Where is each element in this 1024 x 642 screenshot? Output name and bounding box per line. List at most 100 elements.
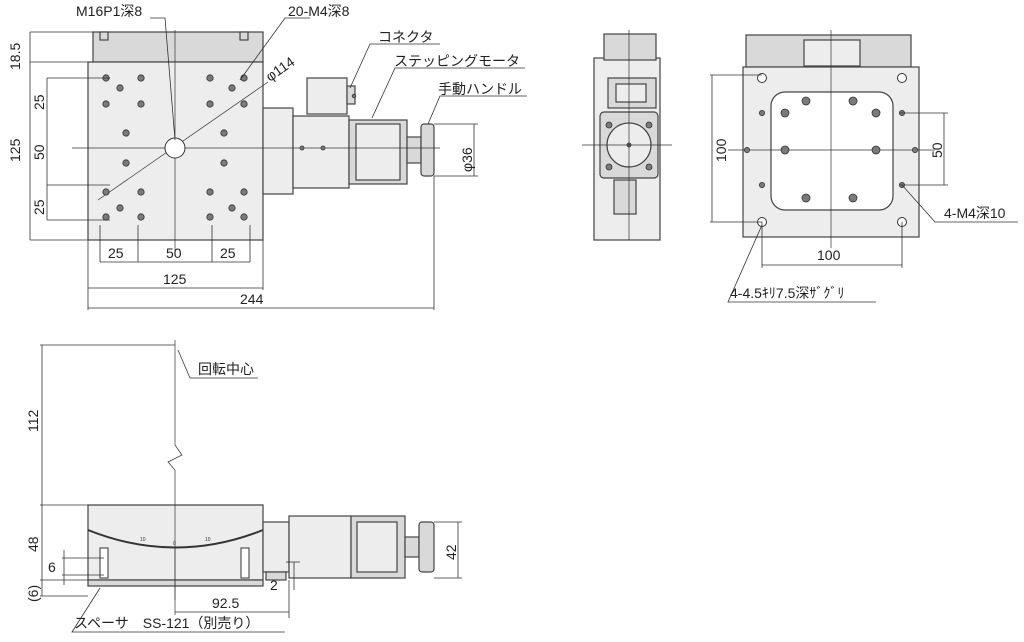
side-screw <box>605 121 613 129</box>
rail-stopper-right <box>239 31 249 41</box>
mounting-hole <box>780 145 790 155</box>
mounting-hole <box>116 84 124 92</box>
front-foot <box>265 571 287 581</box>
motor-dots <box>299 93 357 151</box>
mounting-hole <box>744 146 751 153</box>
mount-screw-left <box>99 547 109 579</box>
dim-radius-height: 112 <box>25 409 41 432</box>
dim-bottom-left: 25 <box>108 245 124 261</box>
dim-body-height: 48 <box>25 536 41 552</box>
leader-counterbore <box>727 224 876 303</box>
dim-width-table: 125 <box>163 271 187 287</box>
motor-screw <box>320 145 326 151</box>
mounting-hole <box>780 108 790 118</box>
callout-mount-thread: 4-M4深10 <box>944 205 1006 221</box>
mounting-hole <box>759 181 766 188</box>
dim-screw-depth: 6 <box>48 559 56 575</box>
side-screw <box>645 121 653 129</box>
side-connector-inner <box>615 83 647 103</box>
top-rail <box>92 31 264 63</box>
callout-connector: コネクタ <box>378 29 433 45</box>
leader-center-thread <box>150 17 176 141</box>
side-screw <box>605 163 613 171</box>
dim-bottom-height: 100 <box>713 138 729 162</box>
rail-stopper-left <box>99 31 109 41</box>
dim-width-total: 244 <box>240 291 264 307</box>
connector-pin <box>351 93 357 99</box>
mounting-hole <box>206 213 214 221</box>
spacer-plate <box>87 579 264 587</box>
mounting-hole <box>137 213 145 221</box>
mounting-hole <box>871 145 881 155</box>
front-view: 10 0 10 回転中心 スペーサ SS-121（別売り） 112 48 (6)… <box>25 340 462 633</box>
leader-connector <box>349 43 440 89</box>
side-screw <box>645 163 653 171</box>
bottom-view: 100 50 100 4-M4深10 4-4.5ｷﾘ7.5深ｻﾞｸﾞﾘ <box>710 30 1018 303</box>
callout-center-thread: M16P1深8 <box>76 3 142 19</box>
mounting-hole <box>801 193 811 203</box>
mounting-hole <box>897 73 907 83</box>
front-motor-flange <box>262 521 290 573</box>
motor-body <box>292 115 350 189</box>
rotation-axis <box>167 340 183 600</box>
leader-rotation-center <box>177 349 258 379</box>
side-rail <box>603 33 657 61</box>
front-motor-inner <box>356 521 398 573</box>
mounting-hole <box>912 146 919 153</box>
dim-bottom-pitch: 50 <box>929 142 945 158</box>
leader-handle <box>427 95 527 125</box>
scale-mark: 10 <box>205 537 211 543</box>
mounting-hole <box>871 108 881 118</box>
dim-pitch-mid: 50 <box>31 144 47 160</box>
top-view: M16P1深8 20-M4深8 コネクタ ステッピングモータ 手動ハンドル 18… <box>7 3 527 310</box>
mounting-hole <box>206 188 214 196</box>
mounting-hole <box>848 193 858 203</box>
dim-offset: 92.5 <box>212 595 239 611</box>
dim-height-top: 18.5 <box>7 43 23 70</box>
scale-mark: 10 <box>140 537 146 543</box>
dim-height-total: 125 <box>7 138 23 162</box>
motor-flange <box>262 107 294 195</box>
mounting-hole <box>240 213 248 221</box>
callout-rotation-center: 回転中心 <box>198 361 254 377</box>
leader-motor <box>371 67 525 119</box>
mounting-hole <box>206 100 214 108</box>
mounting-hole <box>240 100 248 108</box>
connector-box <box>306 77 348 115</box>
leader-tapped-holes <box>239 17 310 81</box>
handle-shaft <box>406 136 422 164</box>
callout-tapped-holes: 20-M4深8 <box>288 3 350 19</box>
side-handle <box>613 179 637 215</box>
scale-mark: 0 <box>173 541 176 547</box>
front-motor-body <box>288 515 352 579</box>
mounting-hole <box>228 204 236 212</box>
dim-bottom-mid: 50 <box>166 245 182 261</box>
mounting-hole <box>228 84 236 92</box>
dim-gap: 2 <box>270 577 278 593</box>
manual-handle <box>420 123 435 177</box>
callout-motor: ステッピングモータ <box>394 53 520 69</box>
mounting-hole <box>240 188 248 196</box>
mounting-hole <box>759 110 766 117</box>
mounting-hole <box>220 129 228 137</box>
mounting-hole <box>122 159 130 167</box>
mounting-hole <box>757 73 767 83</box>
motor-screw <box>299 145 305 151</box>
dim-pitch-lower: 25 <box>31 199 47 215</box>
dim-bottom-right: 25 <box>220 245 236 261</box>
mounting-hole <box>102 188 110 196</box>
dim-spacer-height: (6) <box>25 585 41 602</box>
mounting-hole <box>848 96 858 106</box>
bottom-pocket <box>770 91 894 211</box>
bottom-rail-block <box>803 39 861 67</box>
mount-screw-right <box>240 547 250 579</box>
mounting-hole <box>801 96 811 106</box>
front-manual-handle <box>418 521 435 573</box>
dim-motor-height: 42 <box>443 544 459 560</box>
leader-spacer <box>71 587 285 633</box>
leader-mount-thread <box>901 184 1018 223</box>
dim-diameter-handle: φ36 <box>459 147 475 172</box>
side-view <box>582 30 672 241</box>
mounting-hole <box>206 74 214 82</box>
